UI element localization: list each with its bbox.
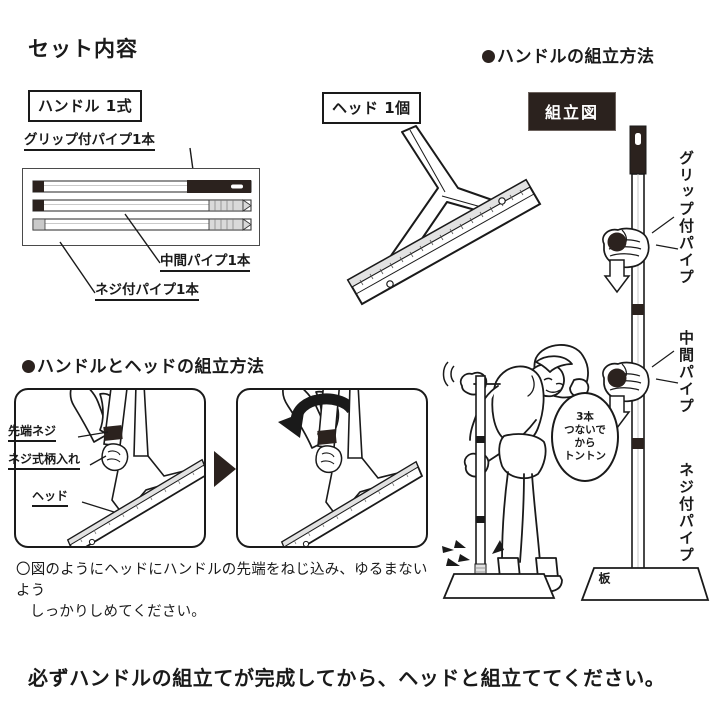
assembly-diagram-badge: 組立図: [528, 92, 617, 131]
callout-screw-pipe: ネジ付パイプ1本: [95, 278, 199, 301]
right-triangle-icon: [214, 451, 236, 487]
label-screw-pipe-vertical: ネジ付パイプ: [677, 462, 695, 564]
head-squeegee-illustration: [346, 125, 542, 306]
caption-line-1: 〇図のようにヘッドにハンドルの先端をねじ込み、ゆるまないよう: [16, 562, 428, 600]
step1-illustration: [66, 390, 204, 546]
bubble-line-1: 3本: [576, 410, 594, 423]
head-part-label: ヘッド 1個: [322, 92, 421, 124]
label-screw-socket: ネジ式柄入れ: [8, 450, 81, 470]
label-board-right: 板: [597, 572, 611, 585]
head-assembly-heading-text: ハンドルとヘッドの組立方法: [37, 357, 265, 377]
footer-notice: 必ずハンドルの組立てが完成してから、ヘッドと組立ててください。: [28, 666, 666, 690]
callout-grip-pipe: グリップ付パイプ1本: [24, 128, 155, 151]
bullet-icon-2: [22, 360, 35, 373]
bubble-line-3: から: [574, 437, 596, 449]
page-title: セット内容: [28, 37, 138, 61]
handle-assembly-heading-text: ハンドルの組立方法: [497, 47, 655, 67]
pipe-grip: [32, 180, 252, 193]
head-assembly-caption: 〇図のようにヘッドにハンドルの先端をねじ込み、ゆるまないよう しっかりしめてくだ…: [16, 560, 436, 623]
bubble-line-2: つないで: [564, 423, 606, 436]
label-grip-pipe-vertical: グリップ付パイプ: [677, 150, 695, 286]
label-head: ヘッド: [32, 487, 69, 507]
step2-illustration: [278, 390, 424, 546]
handle-assembly-heading: ハンドルの組立方法: [482, 42, 655, 67]
down-arrow-upper-icon: [603, 232, 631, 294]
handle-set-label: ハンドル 1式: [28, 90, 143, 122]
bubble-line-4: トントン: [564, 450, 606, 463]
impact-marks: [442, 540, 504, 566]
person-tapping-illustration: [442, 344, 590, 599]
callout-middle-pipe: 中間パイプ1本: [160, 249, 251, 272]
caption-line-2: しっかりしめてください。: [30, 604, 206, 621]
label-tip-screw: 先端ネジ: [8, 422, 57, 442]
pipe-middle: [32, 199, 252, 212]
label-middle-pipe-vertical: 中間パイプ: [677, 330, 695, 415]
speech-bubble: 3本 つないで から トントン: [551, 392, 619, 482]
handle-parts-box: [22, 168, 260, 246]
leader-middle-label: [651, 350, 679, 384]
rotate-arrow-icon: [278, 393, 357, 438]
bullet-icon: [482, 50, 495, 63]
step-panel-2: [236, 388, 428, 548]
pipe-screw: [32, 218, 252, 231]
leader-grip-label: [651, 216, 679, 250]
board-illustration-right: [580, 567, 710, 601]
pipes-illustration: [32, 180, 252, 231]
head-assembly-heading: ハンドルとヘッドの組立方法: [22, 352, 265, 377]
leader-lines-pipes: [59, 213, 161, 294]
